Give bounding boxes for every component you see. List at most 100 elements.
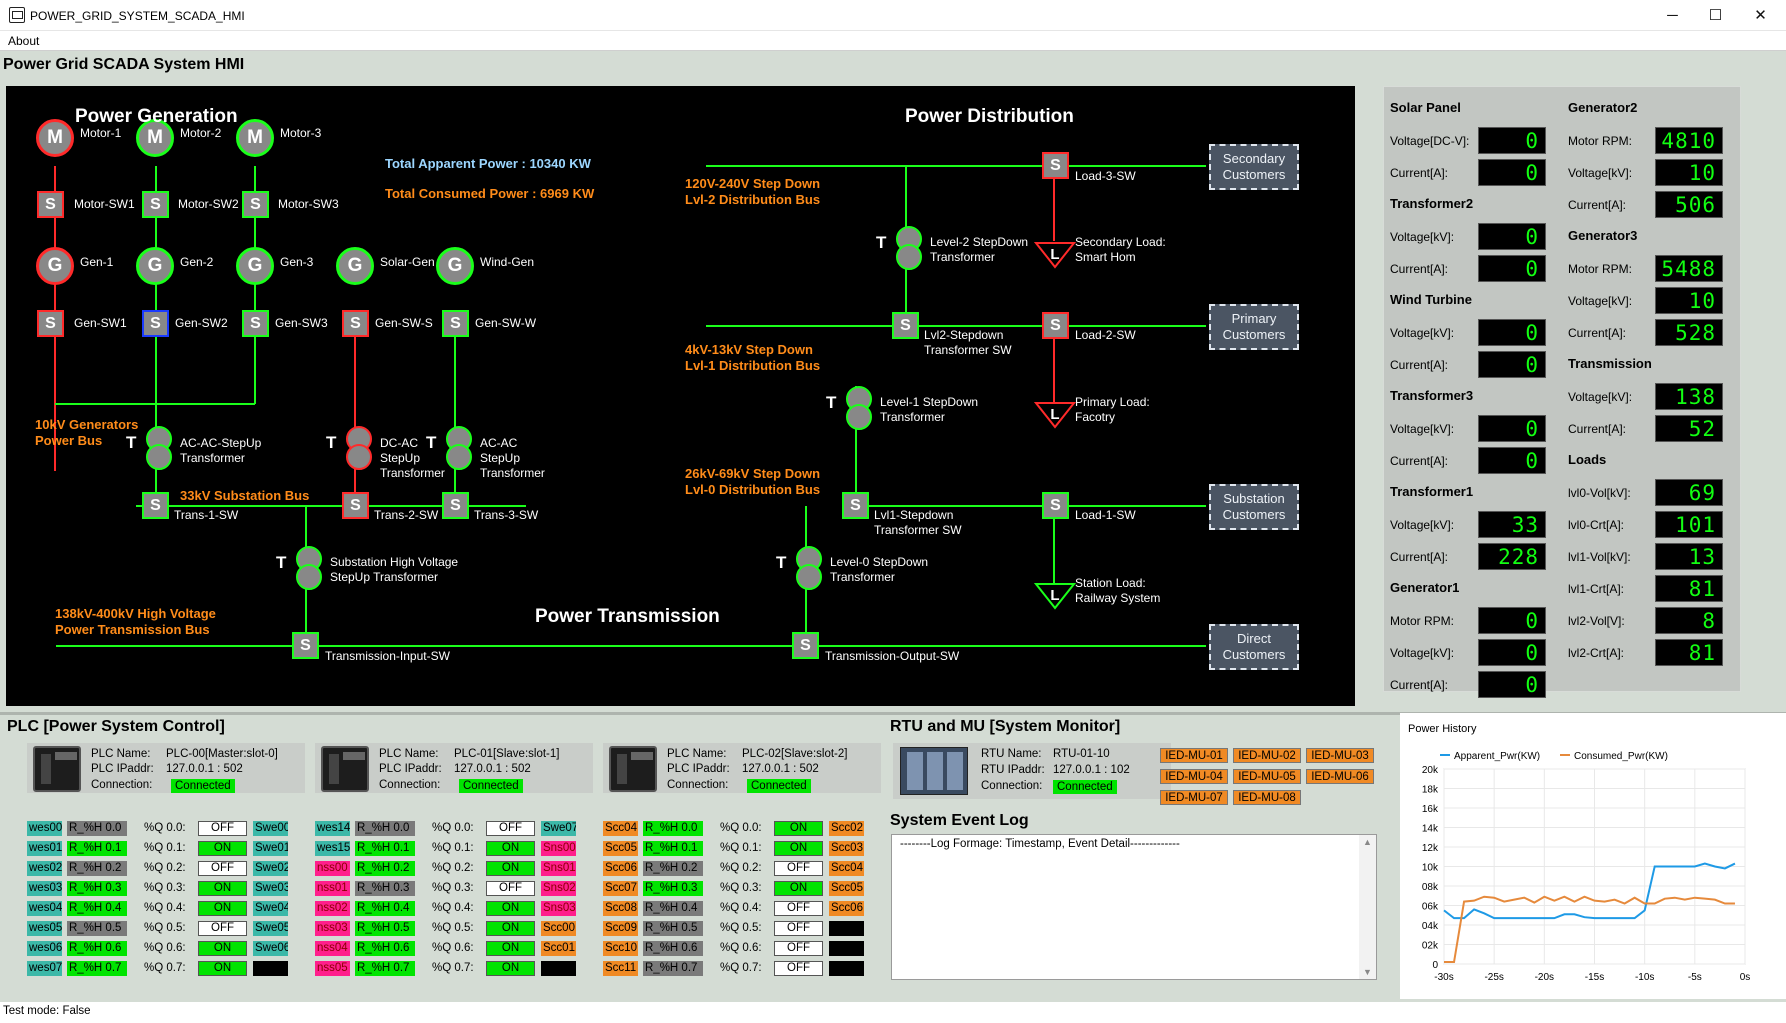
load-3-switch[interactable]: S bbox=[1042, 152, 1069, 179]
coil-toggle-button[interactable]: OFF bbox=[774, 921, 823, 936]
trans-2-sw-switch[interactable]: S bbox=[342, 492, 369, 519]
load-2-switch-label: Load-2-SW bbox=[1075, 328, 1136, 342]
gen-sw-s-switch[interactable]: S bbox=[342, 310, 369, 337]
meter-label: Current[A]: bbox=[1390, 678, 1449, 692]
mu-item[interactable]: IED-MU-01 bbox=[1160, 748, 1228, 763]
meter-readout: 0 bbox=[1478, 639, 1546, 666]
scroll-up-icon[interactable]: ▲ bbox=[1363, 837, 1372, 847]
input-register-tag: Scc09 bbox=[603, 921, 638, 936]
motor-1-icon[interactable]: M bbox=[36, 119, 74, 157]
primary-load-icon[interactable]: L bbox=[1034, 401, 1076, 429]
scroll-down-icon[interactable]: ▼ bbox=[1363, 967, 1372, 977]
meter-label: Current[A]: bbox=[1390, 262, 1449, 276]
lvl1-stepdown-switch[interactable]: S bbox=[842, 492, 869, 519]
trans-3-sw-switch[interactable]: S bbox=[442, 492, 469, 519]
mu-item[interactable]: IED-MU-05 bbox=[1233, 769, 1301, 784]
input-register-tag: Scc06 bbox=[603, 861, 638, 876]
load-2-switch[interactable]: S bbox=[1042, 312, 1069, 339]
chart-plot: 002k04k06k08k10k12k14k16k18k20k-30s-25s-… bbox=[1422, 751, 1750, 983]
gen-sw2-switch[interactable]: S bbox=[142, 310, 169, 337]
station-load-icon[interactable]: L bbox=[1034, 582, 1076, 610]
mu-item[interactable]: IED-MU-07 bbox=[1160, 790, 1228, 805]
coil-toggle-button[interactable]: OFF bbox=[774, 901, 823, 916]
meter-readout: 5488 bbox=[1655, 255, 1723, 282]
trans-1-sw-switch[interactable]: S bbox=[142, 492, 169, 519]
coil-toggle-button[interactable]: ON bbox=[486, 961, 535, 976]
acac2-transformer-bottom-icon[interactable] bbox=[446, 444, 472, 470]
load-1-switch-label: Load-1-SW bbox=[1075, 508, 1136, 522]
coil-toggle-button[interactable]: OFF bbox=[198, 921, 247, 936]
coil-toggle-button[interactable]: ON bbox=[486, 941, 535, 956]
coil-toggle-button[interactable]: ON bbox=[198, 941, 247, 956]
output-coil-tag: Scc03 bbox=[829, 841, 864, 856]
transmission-input-switch[interactable]: S bbox=[292, 632, 319, 659]
coil-toggle-button[interactable]: ON bbox=[198, 881, 247, 896]
plc-device-icon bbox=[321, 746, 369, 792]
wind-gen-icon[interactable]: G bbox=[436, 247, 474, 285]
input-register-tag: Scc10 bbox=[603, 941, 638, 956]
event-log-scrollbar[interactable]: ▲ ▼ bbox=[1359, 835, 1376, 979]
menu-about[interactable]: About bbox=[8, 34, 40, 48]
close-button[interactable]: ✕ bbox=[1754, 7, 1767, 24]
coil-toggle-button[interactable]: ON bbox=[198, 961, 247, 976]
mu-item[interactable]: IED-MU-03 bbox=[1306, 748, 1374, 763]
maximize-button[interactable]: ☐ bbox=[1708, 7, 1723, 24]
coil-toggle-button[interactable]: ON bbox=[486, 901, 535, 916]
motor-2-icon[interactable]: M bbox=[136, 119, 174, 157]
secondary-load-icon[interactable]: L bbox=[1034, 241, 1076, 269]
acac-transformer-bottom-icon[interactable] bbox=[146, 444, 172, 470]
coil-toggle-button[interactable]: ON bbox=[486, 841, 535, 856]
mu-item[interactable]: IED-MU-06 bbox=[1306, 769, 1374, 784]
minimize-button[interactable]: ─ bbox=[1667, 7, 1678, 24]
coil-toggle-button[interactable]: OFF bbox=[774, 861, 823, 876]
transmission-output-switch[interactable]: S bbox=[792, 632, 819, 659]
coil-toggle-button[interactable]: OFF bbox=[486, 881, 535, 896]
y-tick-label: 04k bbox=[1422, 921, 1439, 932]
motor-sw1-switch[interactable]: S bbox=[37, 191, 64, 218]
mu-item[interactable]: IED-MU-04 bbox=[1160, 769, 1228, 784]
gen-3-icon[interactable]: G bbox=[236, 247, 274, 285]
coil-toggle-button[interactable]: ON bbox=[486, 861, 535, 876]
rtu-device-icon bbox=[900, 747, 968, 795]
plc-name-label: PLC Name: bbox=[379, 748, 439, 760]
meter-label: Current[A]: bbox=[1390, 358, 1449, 372]
secondary-customers[interactable]: Secondary Customers bbox=[1209, 144, 1299, 190]
gen-sw-w-switch[interactable]: S bbox=[442, 310, 469, 337]
coil-toggle-button[interactable]: ON bbox=[774, 881, 823, 896]
meter-readout: 0 bbox=[1478, 447, 1546, 474]
lvl1-transformer-bottom-icon[interactable] bbox=[846, 404, 872, 430]
coil-toggle-button[interactable]: OFF bbox=[198, 821, 247, 836]
gen-sw1-switch[interactable]: S bbox=[37, 310, 64, 337]
motor-3-icon[interactable]: M bbox=[236, 119, 274, 157]
coil-toggle-button[interactable]: ON bbox=[774, 821, 823, 836]
meter-readout: 10 bbox=[1655, 287, 1723, 314]
lvl2-stepdown-switch[interactable]: S bbox=[892, 312, 919, 339]
coil-toggle-button[interactable]: ON bbox=[486, 921, 535, 936]
coil-toggle-button[interactable]: OFF bbox=[198, 861, 247, 876]
solar-gen-icon[interactable]: G bbox=[336, 247, 374, 285]
coil-toggle-button[interactable]: OFF bbox=[774, 961, 823, 976]
direct-customers[interactable]: Direct Customers bbox=[1209, 624, 1299, 670]
motor-sw3-switch[interactable]: S bbox=[242, 191, 269, 218]
solar-gen-label: Solar-Gen bbox=[380, 255, 435, 269]
mu-item[interactable]: IED-MU-08 bbox=[1233, 790, 1301, 805]
sub-hv-transformer-bottom-icon[interactable] bbox=[296, 564, 322, 590]
gen-1-icon[interactable]: G bbox=[36, 247, 74, 285]
lvl2-transformer-bottom-icon[interactable] bbox=[896, 244, 922, 270]
motor-sw2-switch[interactable]: S bbox=[142, 191, 169, 218]
substation-customers[interactable]: Substation Customers bbox=[1209, 484, 1299, 530]
coil-toggle-button[interactable]: ON bbox=[198, 841, 247, 856]
coil-toggle-button[interactable]: OFF bbox=[486, 821, 535, 836]
plc-ip-label: PLC IPaddr: bbox=[379, 763, 442, 775]
dcac-transformer-bottom-icon[interactable] bbox=[346, 444, 372, 470]
coil-toggle-button[interactable]: OFF bbox=[774, 941, 823, 956]
gen-2-icon[interactable]: G bbox=[136, 247, 174, 285]
event-log-box[interactable]: --------Log Formage: Timestamp, Event De… bbox=[891, 834, 1377, 980]
primary-customers[interactable]: Primary Customers bbox=[1209, 304, 1299, 350]
gen-sw3-switch[interactable]: S bbox=[242, 310, 269, 337]
lvl0-transformer-bottom-icon[interactable] bbox=[796, 564, 822, 590]
load-1-switch[interactable]: S bbox=[1042, 492, 1069, 519]
mu-item[interactable]: IED-MU-02 bbox=[1233, 748, 1301, 763]
coil-toggle-button[interactable]: ON bbox=[198, 901, 247, 916]
coil-toggle-button[interactable]: ON bbox=[774, 841, 823, 856]
